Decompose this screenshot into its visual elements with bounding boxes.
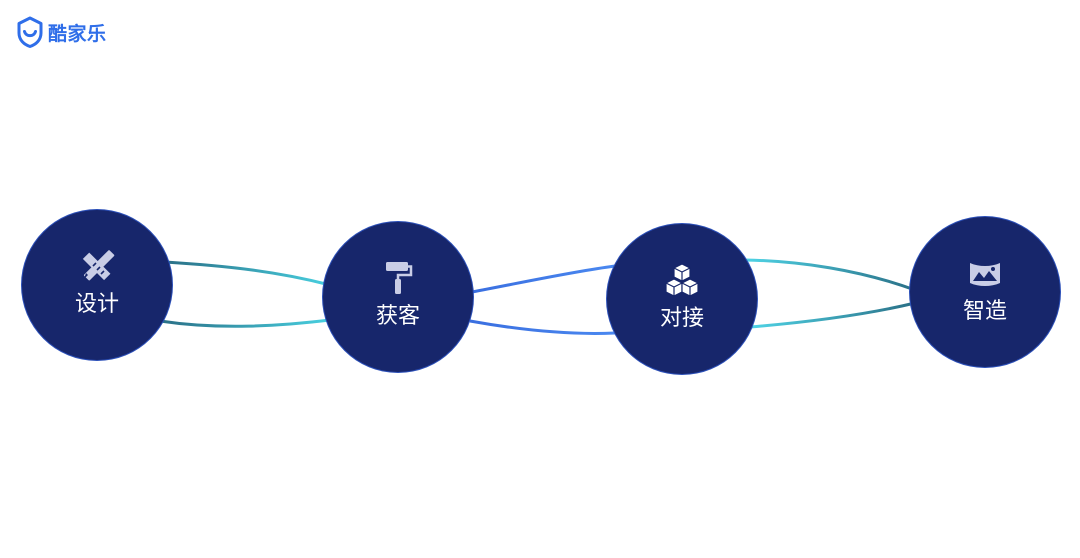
node-label: 对接	[659, 306, 704, 331]
node-label: 智造	[962, 299, 1007, 324]
connector-connect-to-manufacture-lower	[749, 301, 916, 329]
node-manufacture: 智造	[910, 217, 1060, 367]
connector-acquire-to-connect-lower	[469, 319, 616, 335]
node-acquire: 获客	[323, 222, 473, 372]
shield-smile-icon	[17, 16, 43, 48]
node-connect: 对接	[607, 224, 757, 374]
stacked-cubes-icon	[665, 263, 699, 297]
node-design: 设计	[22, 210, 172, 360]
connector-design-to-acquire-lower	[159, 318, 331, 328]
factory-panorama-icon	[970, 263, 1000, 286]
node-label: 设计	[74, 292, 119, 317]
pencil-ruler-icon	[82, 250, 115, 281]
connector-acquire-to-connect-upper	[471, 264, 616, 294]
brand-logo: 酷家乐	[16, 16, 107, 48]
brand-name: 酷家乐	[48, 22, 107, 45]
connector-connect-to-manufacture-upper	[744, 258, 916, 292]
connector-design-to-acquire-upper	[164, 260, 331, 287]
paint-roller-icon	[386, 262, 413, 294]
node-label: 获客	[375, 304, 420, 329]
